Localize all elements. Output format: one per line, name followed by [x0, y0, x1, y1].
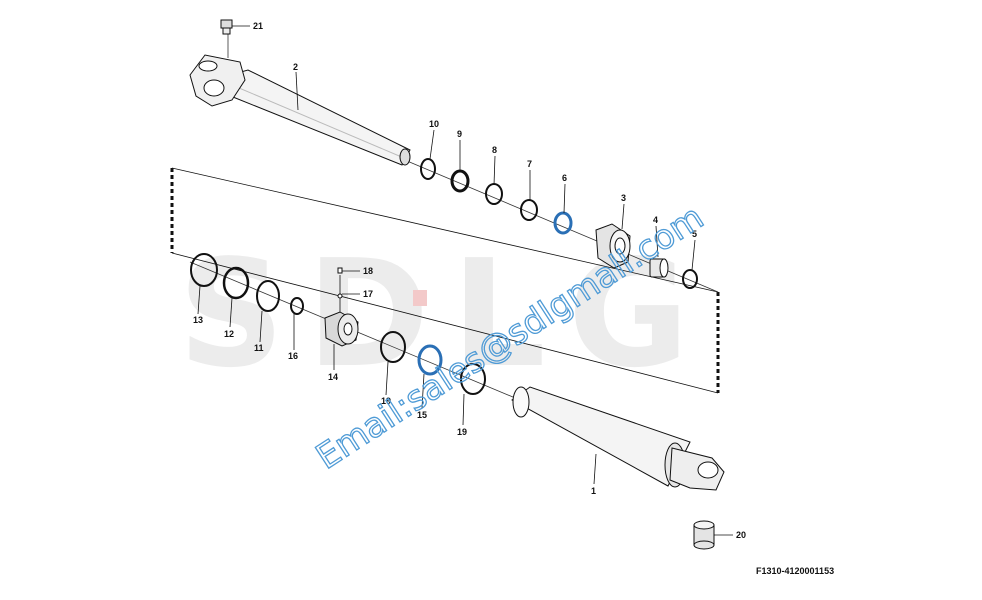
- label-14: 14: [328, 372, 338, 382]
- label-8: 8: [492, 145, 497, 155]
- label-5: 5: [692, 229, 697, 239]
- label-3: 3: [621, 193, 626, 203]
- guide-ring-right-icon: [460, 363, 486, 395]
- label-7: 7: [527, 159, 532, 169]
- label-16: 16: [288, 351, 298, 361]
- label-12: 12: [224, 329, 234, 339]
- lower-rings: [190, 253, 486, 395]
- label-10: 10: [429, 119, 439, 129]
- rod-seal-icon: [553, 211, 573, 235]
- logo-red-square: [413, 290, 427, 306]
- piston-seal-icon: [417, 344, 443, 376]
- label-6: 6: [562, 173, 567, 183]
- guide-ring-left-icon: [380, 331, 406, 363]
- o-ring-small-icon: [290, 297, 304, 315]
- part-labels: 21 2 10 9 8 7 6 3 4 5 18 17 13 12 11 16 …: [193, 21, 746, 540]
- label-13: 13: [193, 315, 203, 325]
- label-2: 2: [293, 62, 298, 72]
- bushing-icon: [649, 258, 669, 278]
- label-17: 17: [363, 289, 373, 299]
- label-4: 4: [653, 215, 658, 225]
- piston-rod-icon: [189, 54, 411, 166]
- backup-ring-large-icon: [222, 266, 250, 300]
- backup-ring-icon: [520, 199, 538, 221]
- cylinder-tube-icon: [511, 386, 725, 491]
- assembly-frame: [170, 167, 720, 394]
- label-19-left: 19: [381, 396, 391, 406]
- label-15: 15: [417, 410, 427, 420]
- label-18: 18: [363, 266, 373, 276]
- label-1: 1: [591, 486, 596, 496]
- piston-icon: [324, 267, 359, 347]
- snap-ring-icon: [420, 158, 436, 180]
- label-19-right: 19: [457, 427, 467, 437]
- o-ring-icon: [485, 183, 503, 205]
- retaining-ring-icon: [682, 269, 698, 289]
- label-11: 11: [254, 343, 264, 353]
- label-9: 9: [457, 129, 462, 139]
- drawing-code: F1310-4120001153: [756, 566, 834, 576]
- wear-ring-icon: [256, 280, 280, 312]
- o-ring-large-icon: [190, 253, 218, 287]
- label-20: 20: [736, 530, 746, 540]
- bushing-eye-icon: [693, 520, 715, 550]
- leader-lines: [197, 25, 733, 536]
- grease-fitting-icon: [220, 19, 233, 35]
- label-21: 21: [253, 21, 263, 31]
- cylinder-head-icon: [595, 223, 631, 269]
